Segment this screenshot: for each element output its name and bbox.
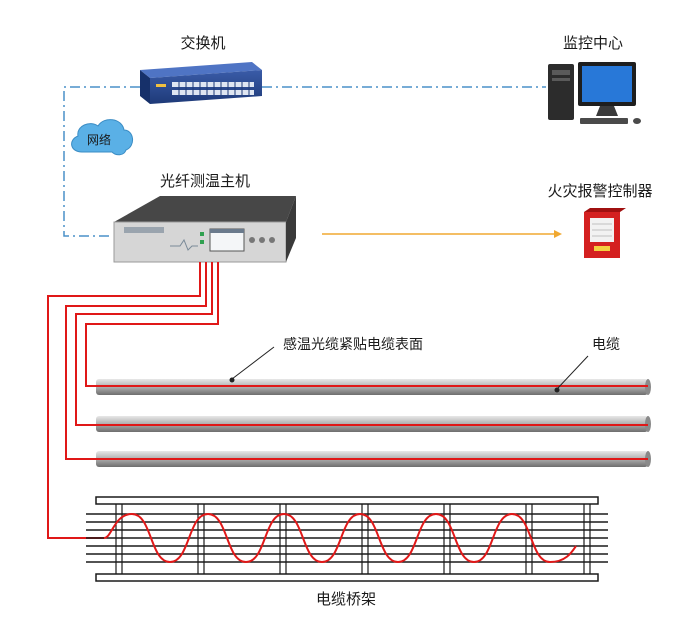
callout-dot (229, 377, 235, 383)
host-trace-mark (170, 238, 198, 251)
cable-label: 电缆 (592, 337, 620, 353)
host-led (200, 240, 204, 244)
controller-indicator (594, 246, 610, 251)
host-knobs (249, 237, 275, 243)
tray-fiber-wave (103, 512, 577, 564)
host-led (200, 232, 204, 236)
network-links (63, 86, 546, 237)
cable-tray: 电缆桥架 (86, 496, 608, 608)
monitoring-center: 监控中心 (548, 34, 641, 124)
switch-label: 交换机 (180, 34, 225, 52)
switch-port (172, 90, 254, 95)
host-label: 光纤测温主机 (160, 172, 250, 190)
controller-panel-rows (592, 223, 612, 237)
sensing-fiber-leader (231, 346, 275, 380)
switch-port (172, 82, 254, 87)
host-side-face (286, 196, 296, 262)
host-knob (249, 237, 255, 243)
tray-top-rail (95, 496, 599, 505)
host-knob (259, 237, 265, 243)
fire-controller-label: 火灾报警控制器 (547, 182, 652, 200)
cables (96, 379, 651, 467)
fire-alarm-controller: 火灾报警控制器 (547, 182, 653, 258)
network-switch: 交换机 (140, 34, 262, 104)
switch-port-dividers (178, 82, 250, 95)
arrow-head-icon (554, 230, 562, 238)
switch-to-host-link (63, 86, 140, 237)
fiber-on-cables (96, 385, 648, 460)
tray-rungs (86, 513, 608, 563)
switch-side-face (140, 70, 150, 104)
switch-top-face (140, 62, 262, 78)
callouts: 感温光缆紧贴电缆表面 电缆 (229, 336, 620, 393)
monitor-center-label: 监控中心 (563, 34, 623, 52)
host-to-controller-link (322, 230, 562, 238)
host-brand-plate (124, 227, 164, 233)
host-knob (269, 237, 275, 243)
pc-tower-bay (552, 70, 570, 75)
tray-posts (115, 504, 591, 574)
callout-dot (554, 387, 560, 393)
pc-monitor-stand (596, 106, 618, 116)
switch-status-light (156, 84, 166, 87)
pc-mouse (633, 118, 641, 124)
fiber-temperature-host: 光纤测温主机 (113, 172, 296, 263)
pc-monitor-screen (582, 66, 632, 102)
controller-side (584, 208, 626, 212)
host-display-bar (210, 229, 244, 233)
network-label: 网络 (87, 132, 111, 147)
switch-ports (172, 82, 254, 95)
tray-bottom-rail (95, 573, 599, 582)
sensing-fiber-label: 感温光缆紧贴电缆表面 (283, 336, 423, 353)
pc-keyboard (580, 118, 628, 124)
fiber-to-tray (47, 262, 201, 539)
fiber-to-cable-1 (85, 262, 648, 387)
host-top-face (114, 196, 296, 222)
cloud-icon (71, 119, 133, 156)
network-cloud: 网络 (71, 119, 133, 156)
cable-tray-label: 电缆桥架 (316, 590, 376, 608)
cable-leader (556, 355, 589, 390)
pc-tower-bay (552, 78, 570, 81)
